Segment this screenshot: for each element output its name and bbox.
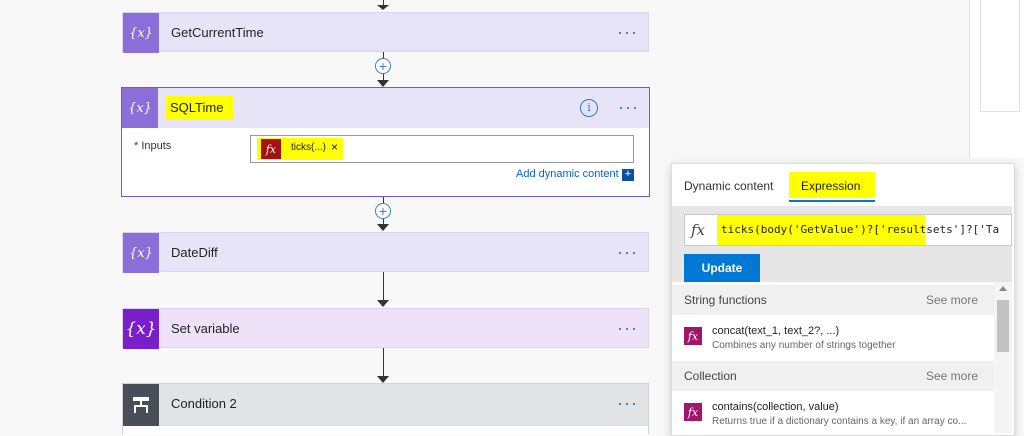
connector-line <box>383 0 384 6</box>
function-name: contains(collection, value) <box>712 401 839 413</box>
action-title: DateDiff <box>171 245 218 260</box>
tab-expression-highlight <box>789 172 875 198</box>
section-header-string-functions: String functions See more <box>672 285 994 315</box>
action-card-sql-time[interactable]: {𝑥} SQLTime i ··· * Inputs fx ticks(...)… <box>121 87 650 197</box>
action-card-condition[interactable]: Condition 2 ··· <box>122 383 649 435</box>
function-name: concat(text_1, text_2?, ...) <box>712 325 840 337</box>
expression-area: fx ticks(body('GetValue')?['resultsets']… <box>672 206 1012 282</box>
fx-icon: fx <box>684 403 702 421</box>
action-card-set-variable[interactable]: {x} Set variable ··· <box>122 308 649 349</box>
connector-line <box>383 348 384 378</box>
see-more-link[interactable]: See more <box>925 293 978 307</box>
inputs-label: Inputs <box>141 140 172 152</box>
variable-icon: {𝑥} <box>122 88 158 128</box>
variable-icon: {𝑥} <box>123 13 159 53</box>
inputs-field[interactable]: fx ticks(...) × <box>250 135 634 163</box>
expression-token-label[interactable]: ticks(...) <box>291 142 326 153</box>
dynamic-content-panel: Dynamic content Expression fx ticks(body… <box>671 163 1015 436</box>
expression-input[interactable]: fx ticks(body('GetValue')?['resultsets']… <box>684 214 1012 246</box>
add-step-button[interactable]: + <box>375 58 391 74</box>
connector-arrow <box>377 376 389 383</box>
list-item-contains[interactable]: fx contains(collection, value) Returns t… <box>672 391 994 433</box>
tab-dynamic-content[interactable]: Dynamic content <box>684 179 774 193</box>
more-options-button[interactable]: ··· <box>617 393 638 413</box>
action-card-get-current-time[interactable]: {𝑥} GetCurrentTime ··· <box>122 12 649 53</box>
see-more-link[interactable]: See more <box>925 369 978 383</box>
scrollbar[interactable] <box>994 282 1012 433</box>
add-step-button[interactable]: + <box>375 203 391 219</box>
side-pane-box <box>980 0 1020 112</box>
connector-arrow <box>377 80 389 87</box>
fx-icon: fx <box>691 221 706 239</box>
function-list: String functions See more fx concat(text… <box>672 282 994 433</box>
tab-expression[interactable]: Expression <box>801 179 861 193</box>
action-title: GetCurrentTime <box>171 25 264 40</box>
required-mark: * <box>134 140 139 152</box>
section-title: Collection <box>684 369 737 383</box>
card-body <box>123 426 648 435</box>
variable-icon: {𝑥} <box>123 233 159 273</box>
fx-icon: fx <box>261 139 281 159</box>
connector-arrow <box>377 5 389 10</box>
remove-token-button[interactable]: × <box>331 140 339 154</box>
connector-line <box>383 272 384 302</box>
connector-arrow <box>377 224 389 231</box>
set-variable-icon: {x} <box>123 309 159 349</box>
function-description: Returns true if a dictionary contains a … <box>712 416 967 427</box>
more-options-button[interactable]: ··· <box>617 242 638 262</box>
active-tab-indicator <box>789 200 875 202</box>
action-title: Set variable <box>171 321 240 336</box>
update-button[interactable]: Update <box>684 254 760 282</box>
action-card-date-diff[interactable]: {𝑥} DateDiff ··· <box>122 232 649 273</box>
title-highlight <box>166 96 234 120</box>
scrollbar-thumb[interactable] <box>997 300 1009 352</box>
condition-icon <box>123 384 159 426</box>
inputs-label-row: * Inputs <box>134 140 171 152</box>
expression-text: ticks(body('GetValue')?['resultsets']?['… <box>721 223 1000 236</box>
more-options-button[interactable]: ··· <box>618 97 639 117</box>
section-header-collection: Collection See more <box>672 361 994 391</box>
card-header: {𝑥} SQLTime i ··· <box>122 88 649 128</box>
more-options-button[interactable]: ··· <box>617 318 638 338</box>
function-description: Combines any number of strings together <box>712 340 896 351</box>
more-options-button[interactable]: ··· <box>617 22 638 42</box>
expression-highlight <box>717 215 925 245</box>
scroll-up-icon[interactable] <box>999 286 1007 291</box>
action-title[interactable]: SQLTime <box>170 100 224 115</box>
fx-icon: fx <box>684 327 702 345</box>
info-icon[interactable]: i <box>580 99 598 117</box>
connector-arrow <box>377 300 389 307</box>
add-dynamic-content-icon[interactable]: + <box>622 169 634 181</box>
action-title: Condition 2 <box>171 396 237 411</box>
add-dynamic-content-link[interactable]: Add dynamic content <box>516 168 619 180</box>
side-pane <box>969 0 1024 158</box>
list-item-concat[interactable]: fx concat(text_1, text_2?, ...) Combines… <box>672 315 994 357</box>
section-title: String functions <box>684 293 767 307</box>
